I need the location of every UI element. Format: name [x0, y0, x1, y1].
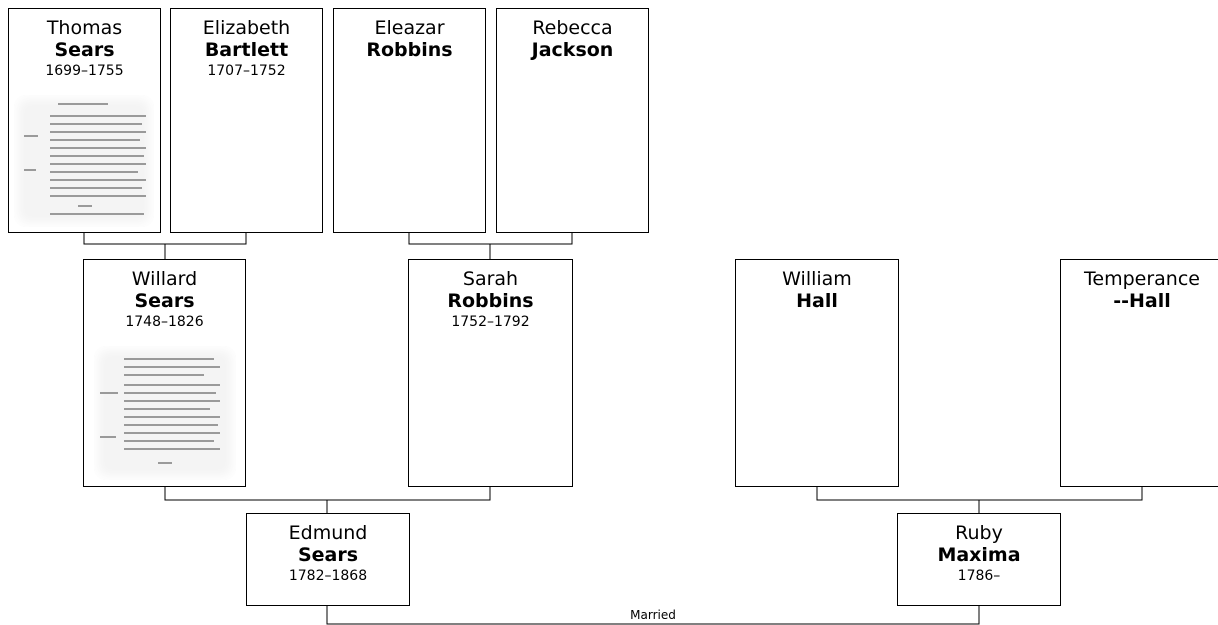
surname: Bartlett: [204, 39, 289, 61]
document-scan-thumbnail[interactable]: [94, 346, 236, 480]
person-card-edmund-sears[interactable]: Edmund Sears 1782–1868: [246, 513, 410, 606]
connector-sears-bartlett: [83, 232, 247, 245]
life-dates: 1699–1755: [45, 63, 124, 79]
person-card-ruby-maxima[interactable]: Ruby Maxima 1786–: [897, 513, 1061, 606]
given-name: Thomas: [46, 17, 123, 39]
surname: Sears: [54, 39, 115, 61]
person-card-temperance-hall[interactable]: Temperance --Hall: [1060, 259, 1218, 487]
document-scan-thumbnail[interactable]: [14, 95, 154, 227]
connector-william-temperance: [816, 486, 1143, 501]
given-name: Temperance: [1084, 268, 1200, 290]
connector-married: [326, 605, 980, 625]
person-card-william-hall[interactable]: William Hall: [735, 259, 899, 487]
surname: --Hall: [1113, 290, 1171, 312]
given-name: Ruby: [955, 522, 1003, 544]
life-dates: 1752–1792: [451, 314, 530, 330]
connector-robbins-jackson: [408, 232, 573, 245]
given-name: Edmund: [288, 522, 368, 544]
surname: Maxima: [937, 544, 1021, 566]
given-name: Willard: [131, 268, 198, 290]
given-name: Elizabeth: [202, 17, 291, 39]
surname: Robbins: [366, 39, 453, 61]
connector-willard-sarah: [164, 486, 491, 501]
life-dates: 1786–: [957, 568, 1001, 584]
life-dates: 1707–1752: [207, 63, 286, 79]
life-dates: 1782–1868: [288, 568, 368, 584]
given-name: Rebecca: [532, 17, 613, 39]
person-card-elizabeth-bartlett[interactable]: Elizabeth Bartlett 1707–1752: [170, 8, 323, 233]
person-card-sarah-robbins[interactable]: Sarah Robbins 1752–1792: [408, 259, 573, 487]
surname: Sears: [297, 544, 359, 566]
married-label: Married: [630, 608, 676, 622]
person-card-rebecca-jackson[interactable]: Rebecca Jackson: [496, 8, 649, 233]
surname: Jackson: [531, 39, 614, 61]
person-card-thomas-sears[interactable]: Thomas Sears 1699–1755: [8, 8, 161, 233]
given-name: William: [782, 268, 852, 290]
surname: Hall: [796, 290, 838, 312]
given-name: Sarah: [462, 268, 519, 290]
surname: Sears: [134, 290, 195, 312]
surname: Robbins: [447, 290, 534, 312]
person-card-eleazar-robbins[interactable]: Eleazar Robbins: [333, 8, 486, 233]
person-card-willard-sears[interactable]: Willard Sears 1748–1826: [83, 259, 246, 487]
given-name: Eleazar: [374, 17, 445, 39]
life-dates: 1748–1826: [125, 314, 204, 330]
